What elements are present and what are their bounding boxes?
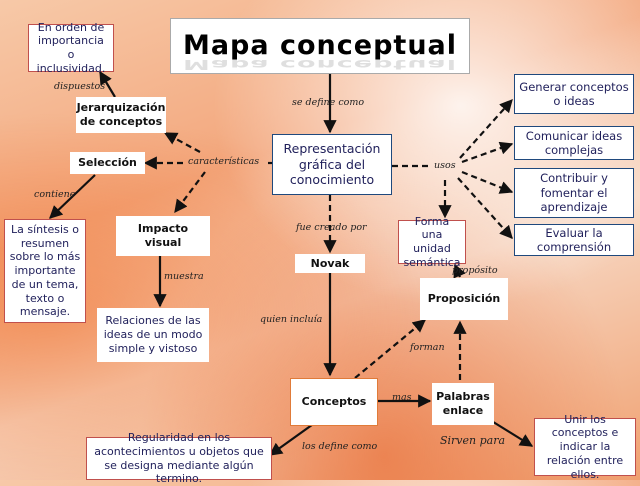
arrow-conceptos-to-proposicion bbox=[354, 319, 427, 379]
node-unir-conceptos: Unir los conceptos e indicar la relación… bbox=[534, 413, 636, 481]
arrow-caracteristicas-to-impacto bbox=[174, 171, 206, 214]
arrow-seleccion-to-sintesis bbox=[49, 174, 96, 219]
label-dispuestos: dispuestos bbox=[54, 81, 106, 92]
label-caracteristicas: características bbox=[188, 156, 260, 167]
node-regularidad: Regularidad en los acontecimientos u obj… bbox=[86, 431, 272, 485]
label-se-define-como: se define como bbox=[292, 97, 365, 108]
label-los-define-como: los define como bbox=[302, 441, 378, 452]
arrow-usos-to-comunicar bbox=[461, 141, 514, 164]
node-generar-conceptos: Generar conceptos o ideas bbox=[514, 74, 634, 114]
node-novak: Novak bbox=[295, 254, 365, 273]
label-mas: mas bbox=[392, 392, 412, 403]
arrow-jerarquizacion-to-orden bbox=[99, 70, 116, 98]
map-title: Mapa conceptual bbox=[170, 18, 470, 74]
node-comunicar-ideas: Comunicar ideas complejas bbox=[514, 126, 634, 160]
node-relaciones-ideas: Relaciones de las ideas de un modo simpl… bbox=[97, 308, 209, 362]
node-sintesis: La síntesis o resumen sobre lo más impor… bbox=[4, 219, 86, 323]
label-fue-creado-por: fue creado por bbox=[296, 222, 367, 233]
arrow-usos-to-contribuir bbox=[461, 170, 514, 194]
node-contribuir-aprendizaje: Contribuir y fomentar el aprendizaje bbox=[514, 168, 634, 218]
arrow-usos-to-generar bbox=[459, 99, 513, 159]
arrow-proposicion-to-forma-unidad bbox=[453, 263, 466, 279]
node-jerarquizacion: Jerarquización de conceptos bbox=[76, 97, 166, 133]
node-conceptos: Conceptos bbox=[290, 378, 378, 426]
node-proposicion: Proposición bbox=[420, 278, 508, 320]
node-evaluar-comprension: Evaluar la comprensión bbox=[514, 224, 634, 256]
node-representacion-grafica: Representación gráfica del conocimiento bbox=[272, 134, 392, 195]
node-forma-unidad-semantica: Forma una unidad semántica bbox=[398, 215, 466, 269]
label-usos: usos bbox=[434, 160, 456, 171]
label-muestra: muestra bbox=[164, 271, 204, 282]
title-reflection: Mapa conceptual bbox=[182, 56, 458, 73]
node-impacto-visual: Impacto visual bbox=[116, 216, 210, 256]
arrow-caracteristicas-to-jerarquizacion bbox=[163, 132, 201, 153]
label-quien-incluia: quien incluía bbox=[260, 314, 323, 325]
arrow-usos-to-evaluar bbox=[457, 177, 513, 239]
arrow-palabras-to-unir bbox=[489, 419, 534, 447]
label-forman: forman bbox=[410, 342, 445, 353]
label-contiene: contiene bbox=[34, 189, 76, 200]
node-orden-importancia: En orden de importancia o inclusividad. bbox=[28, 21, 114, 75]
node-palabras-enlace: Palabras enlace bbox=[432, 383, 494, 425]
node-seleccion: Selección bbox=[70, 152, 145, 174]
label-proposito: propósito bbox=[452, 265, 498, 276]
label-sirven-para: Sirven para bbox=[440, 434, 506, 447]
